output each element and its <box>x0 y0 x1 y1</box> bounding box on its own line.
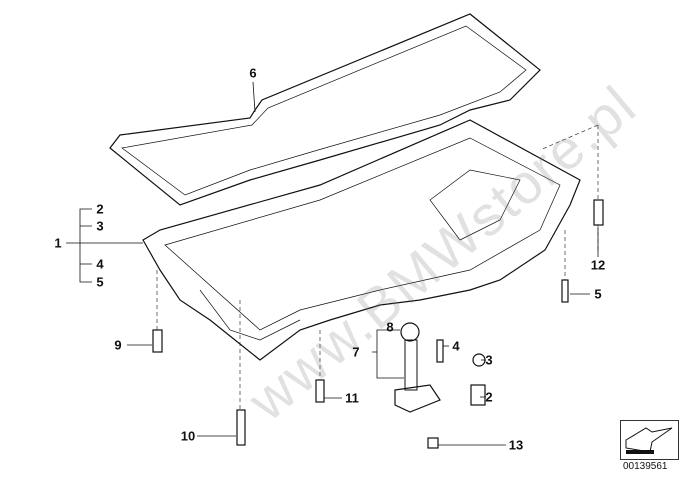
callout-8[interactable]: 8 <box>386 319 394 335</box>
oil-pan-gasket <box>109 13 541 206</box>
oil-pan <box>142 119 581 361</box>
callout-6[interactable]: 6 <box>249 65 257 81</box>
callout-13[interactable]: 13 <box>508 437 524 453</box>
callout-7[interactable]: 7 <box>352 344 360 360</box>
callout-4[interactable]: 4 <box>96 256 104 272</box>
callout-3[interactable]: 3 <box>96 218 104 234</box>
callout-10[interactable]: 10 <box>180 428 196 444</box>
callout-9[interactable]: 9 <box>114 337 122 353</box>
navigation-arrow-icon <box>625 427 673 454</box>
callout-3[interactable]: 3 <box>485 352 493 368</box>
navigation-box[interactable] <box>620 420 679 460</box>
diagram-part-number: 00139561 <box>623 461 668 472</box>
callout-12[interactable]: 12 <box>590 257 606 273</box>
callout-2[interactable]: 2 <box>96 201 104 217</box>
callout-11[interactable]: 11 <box>345 390 359 406</box>
callout-5[interactable]: 5 <box>96 274 104 290</box>
callout-2[interactable]: 2 <box>485 389 493 405</box>
callout-1[interactable]: 1 <box>54 235 62 251</box>
callout-5[interactable]: 5 <box>594 286 602 302</box>
callout-4[interactable]: 4 <box>452 338 460 354</box>
